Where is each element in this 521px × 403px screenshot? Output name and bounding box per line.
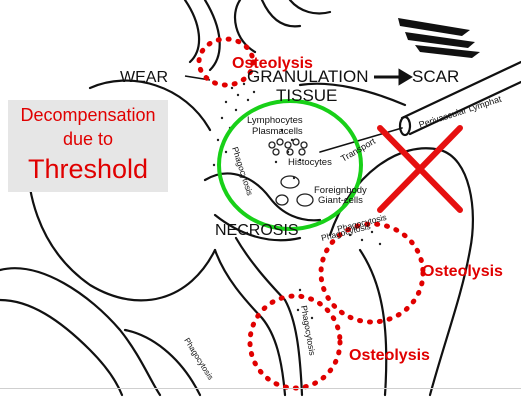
osteolysis-zone-bottom	[250, 296, 340, 388]
bottom-divider	[0, 388, 521, 389]
label-scar: SCAR	[412, 67, 459, 86]
label-perivascular-lymphatics: Perivascular Lymphat	[418, 94, 504, 130]
label-osteolysis-right: Osteolysis	[422, 263, 503, 280]
label-wear: WEAR	[120, 69, 168, 86]
label-histocytes: Histocytes	[288, 157, 332, 168]
label-phagocytosis-left: Phagocytosis	[230, 146, 255, 197]
label-tissue: TISSUE	[276, 86, 337, 105]
callout-line-3: Threshold	[8, 154, 168, 185]
callout-line-1: Decompensation	[8, 105, 168, 126]
label-osteolysis-bottom: Osteolysis	[349, 347, 430, 364]
decompensation-callout: Decompensation due to Threshold	[8, 100, 168, 192]
label-transport: Transport	[339, 136, 377, 164]
label-phagocytosis-stem: Phagocytosis	[299, 305, 318, 357]
blocked-transport-cross	[380, 128, 460, 210]
label-lymphocytes: Lymphocytes	[247, 115, 303, 126]
scar-tissue-marks	[398, 18, 480, 58]
label-plasmacells: Plasmacells	[252, 126, 303, 137]
callout-line-2: due to	[8, 129, 168, 150]
label-necrosis: NECROSIS	[215, 222, 299, 239]
label-osteolysis-top: Osteolysis	[232, 55, 313, 72]
cell-cluster	[269, 139, 313, 206]
label-giant-cells: Giant-cells	[318, 195, 363, 206]
